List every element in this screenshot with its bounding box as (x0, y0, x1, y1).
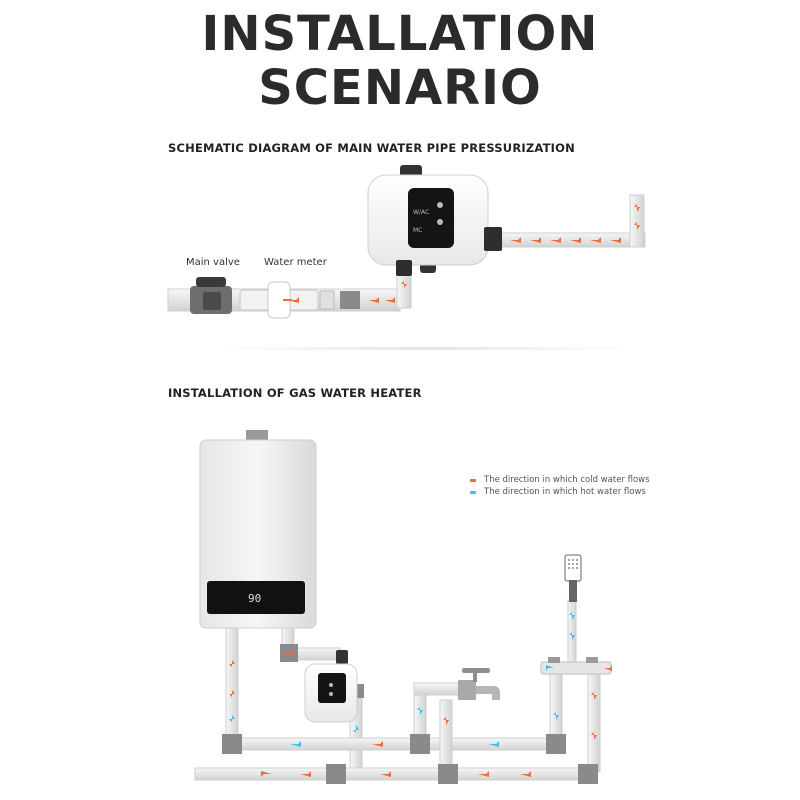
gas-water-heater-icon: 90 (199, 430, 317, 629)
mixer-valve-icon (540, 657, 612, 675)
pipe-fitting (340, 291, 360, 309)
title-line-2: SCENARIO (258, 60, 542, 116)
water-meter-label: Water meter (264, 257, 327, 268)
legend-cold-water: The direction in which cold water flows (470, 475, 650, 485)
pump-button-label-2: MC (413, 227, 422, 234)
water-meter-icon (239, 281, 335, 319)
legend-hot-water: The direction in which hot water flows (470, 487, 646, 497)
section-heading-gas-heater: INSTALLATION OF GAS WATER HEATER (168, 386, 422, 400)
shower-head-icon (564, 554, 582, 602)
main-valve-icon (190, 277, 232, 314)
title-line-1: INSTALLATION (201, 6, 599, 62)
flow-arrows-main (287, 281, 407, 303)
heater-display-readout: 90 (248, 592, 261, 605)
small-booster-pump-icon (304, 650, 358, 723)
pressurization-schematic: W/AC MC (167, 165, 646, 319)
section-heading-pressurization: SCHEMATIC DIAGRAM OF MAIN WATER PIPE PRE… (168, 141, 575, 155)
main-valve-label: Main valve (186, 257, 240, 268)
hot-flow-arrows (229, 612, 575, 747)
pump-button-label-1: W/AC (413, 209, 429, 216)
faucet-icon (458, 668, 500, 700)
booster-pump-icon: W/AC MC (367, 165, 502, 276)
hot-water-marker-icon (470, 490, 476, 494)
legend-cold-text: The direction in which cold water flows (484, 475, 650, 485)
cold-flow-arrows (229, 651, 612, 777)
gas-heater-schematic: 90 (194, 430, 612, 784)
cold-water-marker-icon (470, 478, 476, 482)
section-divider (215, 347, 635, 350)
flow-arrows-outlet (510, 204, 640, 243)
outlet-riser-pipe (629, 194, 645, 248)
legend-hot-text: The direction in which hot water flows (484, 487, 646, 497)
